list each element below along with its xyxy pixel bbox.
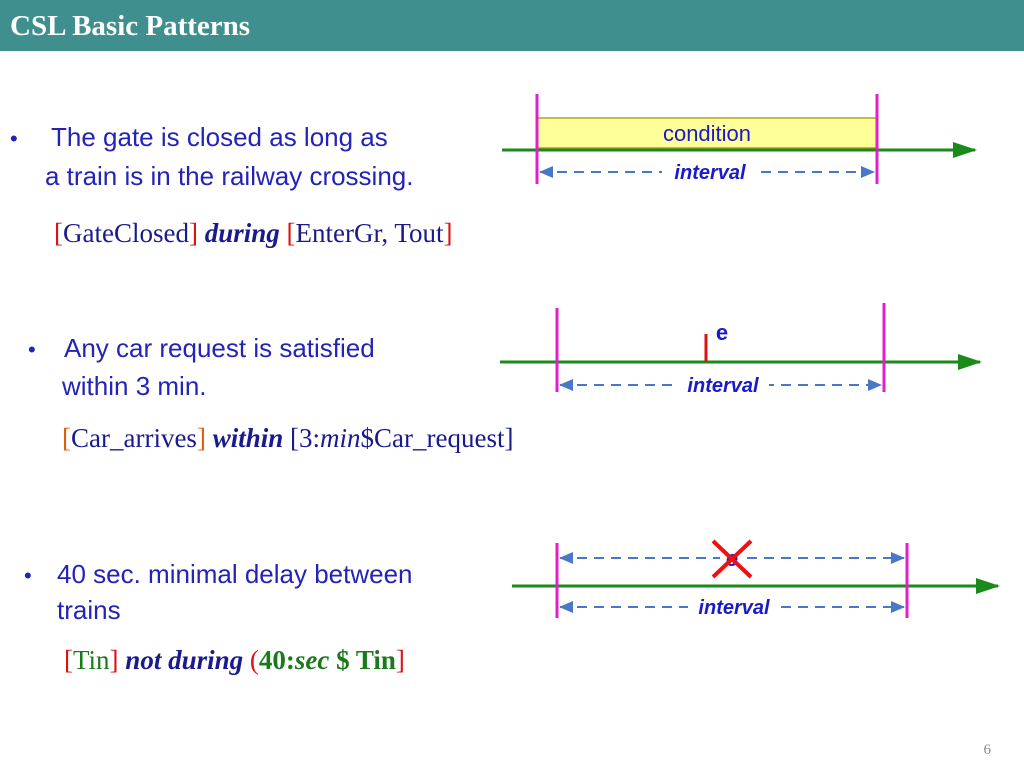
pattern-3-line-1: 40 sec. minimal delay between — [57, 559, 413, 589]
condition-label: condition — [663, 121, 751, 146]
formula-bracket: [ — [64, 645, 73, 675]
label-bg — [688, 594, 780, 618]
formula-operator: not during — [125, 645, 244, 675]
pattern-1-line-1: The gate is closed as long as — [51, 122, 388, 152]
formula-bracket: [ — [62, 423, 71, 453]
formula-bracket: ( — [249, 645, 259, 675]
page-number: 6 — [983, 742, 992, 758]
interval-label: interval — [698, 597, 770, 619]
label-bg — [677, 372, 769, 396]
formula-args: $Car_request] — [360, 423, 514, 453]
pattern-2-formula: [Car_arrives] within [3:min$Car_request] — [62, 421, 513, 455]
formula-bracket: [ — [286, 218, 296, 248]
pattern-3-formula: [Tin] not during (40:sec $ Tin] — [64, 643, 405, 677]
formula-bracket: [ — [54, 218, 63, 248]
slide-title: CSL Basic Patterns — [10, 10, 251, 42]
diagram-2: e interval — [500, 303, 982, 397]
formula-bracket: ] — [109, 645, 119, 675]
formula-bracket: ] — [443, 218, 453, 248]
pattern-1-text: • The gate is closed as long as a train … — [10, 119, 500, 199]
interval-label: interval — [687, 375, 759, 397]
formula-unit: min — [320, 423, 361, 453]
bullet-dot: • — [10, 126, 18, 151]
label-bg — [662, 159, 758, 183]
formula-operator: within — [212, 423, 284, 453]
formula-event: Tin — [73, 645, 110, 675]
interval-label: interval — [674, 162, 746, 184]
formula-unit: sec — [294, 645, 330, 675]
pattern-2-line-1: Any car request is satisfied — [64, 333, 375, 363]
pattern-3-text: • 40 sec. minimal delay between trains — [24, 556, 504, 636]
diagram-3: e interval — [512, 539, 1000, 619]
pattern-2-line-2: within 3 min. — [62, 371, 207, 401]
pattern-1-line-2: a train is in the railway crossing. — [45, 161, 414, 191]
title-bar: CSL Basic Patterns — [0, 0, 1024, 51]
formula-number: 40: — [258, 645, 295, 675]
formula-operator: during — [204, 218, 280, 248]
pattern-2-text: • Any car request is satisfied within 3 … — [28, 330, 498, 410]
formula-event: Car_arrives — [71, 423, 197, 453]
formula-bracket: ] — [196, 423, 206, 453]
formula-event: GateClosed — [63, 218, 189, 248]
pattern-1-formula: [GateClosed] during [EnterGr, Tout] — [54, 216, 453, 250]
bullet-dot: • — [24, 563, 32, 588]
condition-box — [536, 117, 878, 149]
event-label: e — [716, 320, 728, 345]
cross-out-icon — [711, 539, 753, 579]
bullet-dot: • — [28, 337, 36, 362]
pattern-3-line-2: trains — [57, 595, 121, 625]
formula-args: EnterGr, Tout — [295, 218, 444, 248]
diagram-1: condition interval — [502, 94, 977, 184]
formula-bracket: ] — [395, 645, 405, 675]
formula-args: [3: — [290, 423, 320, 453]
formula-bracket: ] — [188, 218, 198, 248]
formula-args: $ Tin — [329, 645, 396, 675]
